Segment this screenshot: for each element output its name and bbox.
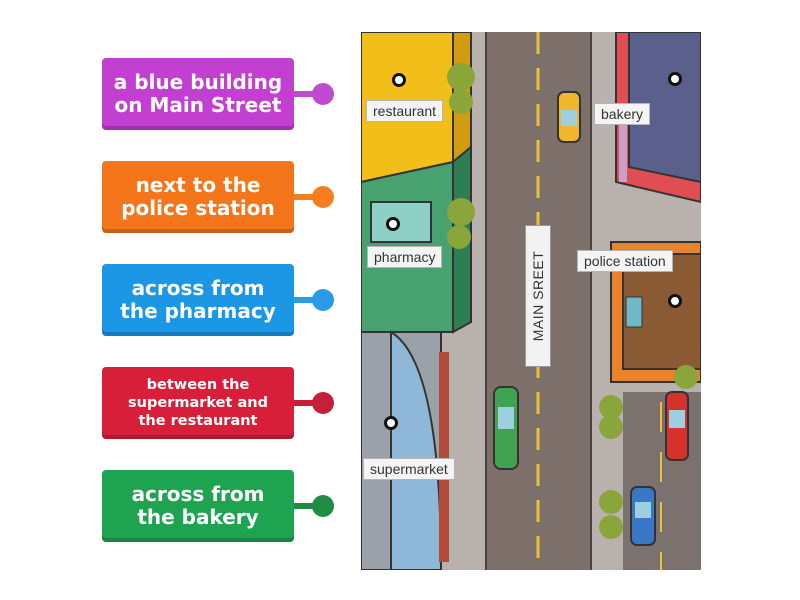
drop-target-bakery[interactable] [668, 72, 682, 86]
drop-target-restaurant[interactable] [392, 73, 406, 87]
tile-label: between the supermarket and the restaura… [128, 376, 268, 430]
answer-tile-blue-building[interactable]: a blue building on Main Street [102, 58, 294, 130]
label-bakery: bakery [594, 103, 651, 125]
drop-target-police-station[interactable] [668, 294, 682, 308]
connector-knob[interactable] [312, 495, 334, 517]
street-name-label: MAIN SREET [530, 250, 546, 342]
main-street-sign: MAIN SREET [525, 225, 551, 367]
connector-stem [294, 400, 318, 406]
connector-knob[interactable] [312, 289, 334, 311]
connector-stem [294, 297, 318, 303]
tile-label: across from the bakery [131, 482, 265, 529]
answer-tile-between-supermarket-restaurant[interactable]: between the supermarket and the restaura… [102, 367, 294, 439]
answer-tile-across-bakery[interactable]: across from the bakery [102, 470, 294, 542]
connector-knob[interactable] [312, 186, 334, 208]
label-restaurant: restaurant [366, 100, 444, 122]
connector-knob[interactable] [312, 83, 334, 105]
label-police-station: police station [577, 250, 673, 272]
tile-label: next to the police station [121, 173, 275, 220]
label-pharmacy: pharmacy [367, 246, 443, 268]
connector-stem [294, 503, 318, 509]
connector-stem [294, 194, 318, 200]
street-map: restaurant bakery pharmacy police statio… [361, 32, 701, 570]
answer-tile-across-pharmacy[interactable]: across from the pharmacy [102, 264, 294, 336]
connector-knob[interactable] [312, 392, 334, 414]
answer-tile-next-to-police[interactable]: next to the police station [102, 161, 294, 233]
drop-target-supermarket[interactable] [384, 416, 398, 430]
label-supermarket: supermarket [363, 458, 455, 480]
tile-label: a blue building on Main Street [113, 70, 283, 117]
drop-target-pharmacy[interactable] [386, 217, 400, 231]
connector-stem [294, 91, 318, 97]
tile-label: across from the pharmacy [120, 276, 276, 323]
